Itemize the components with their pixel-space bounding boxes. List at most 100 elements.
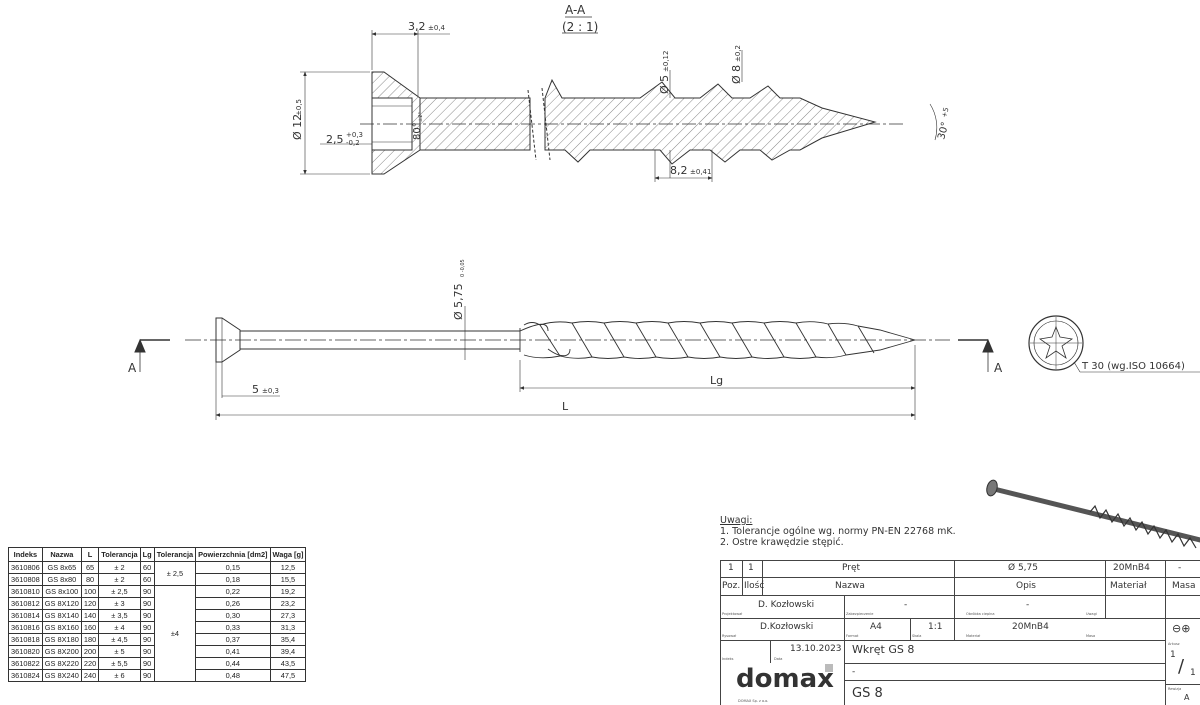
cell-weight: 39,4 xyxy=(269,645,307,658)
tb-mass-value: - xyxy=(1178,563,1182,573)
parts-table: Indeks Nazwa L Tolerancja Lg Tolerancja … xyxy=(8,547,307,682)
cell-name: GS 8X200 xyxy=(41,645,82,658)
cell-surface: 0,22 xyxy=(195,585,271,598)
dim-pitch: 8,2 xyxy=(670,164,688,177)
cell-weight: 47,5 xyxy=(269,669,307,682)
cell-lg-tol-group2: ±4 xyxy=(153,585,197,682)
tb-label-sheet: Arkusz xyxy=(1168,642,1180,646)
dim-head-angle-tol: ±2° xyxy=(418,112,424,122)
tb-designer: D. Kozłowski xyxy=(758,600,815,610)
cell-weight: 15,5 xyxy=(269,573,307,586)
cell-index: 3610822 xyxy=(8,657,43,670)
notes-heading: Uwagi: xyxy=(720,515,753,526)
cell-length: 160 xyxy=(80,621,100,634)
dim-pitch-tol: ±0,41 xyxy=(690,168,711,176)
cell-name: GS 8x100 xyxy=(41,585,82,598)
tb-label-notes: Uwagi xyxy=(1086,612,1097,616)
cell-index: 3610816 xyxy=(8,621,43,634)
tb-label-designed: Projektował xyxy=(722,612,743,616)
section-marker-left: A xyxy=(128,361,137,375)
dim-shank-diameter: Ø 5,75 xyxy=(452,283,465,320)
cell-lg: 90 xyxy=(139,657,155,670)
cell-name: GS 8X160 xyxy=(41,621,82,634)
dim-head-height-tol: ±0,4 xyxy=(428,24,446,32)
tb-sheets: 1 xyxy=(1190,668,1196,678)
section-scale: (2 : 1) xyxy=(562,20,598,34)
tb-label-coating: Obróbka cieplna xyxy=(966,612,995,616)
cell-length-tol: ± 2 xyxy=(98,573,141,586)
cell-weight: 23,2 xyxy=(269,597,307,610)
tb-part-code: GS 8 xyxy=(852,686,883,701)
cell-surface: 0,30 xyxy=(195,609,271,622)
tb-label-material: Materiał xyxy=(966,634,981,638)
cell-weight: 12,5 xyxy=(269,561,307,574)
note-item: 1. Tolerancje ogólne wg. normy PN-EN 227… xyxy=(720,526,956,537)
table-row: 3610820 GS 8X200 200 ± 5 90 0,41 39,4 xyxy=(8,645,307,658)
dim-tip-angle-tol: +5 xyxy=(940,106,950,118)
cell-lg: 60 xyxy=(139,573,155,586)
table-row: 3610818 GS 8X180 180 ± 4,5 90 0,37 35,4 xyxy=(8,633,307,646)
cell-lg: 60 xyxy=(139,561,155,574)
tb-part-name: Wkręt GS 8 xyxy=(852,643,915,656)
cell-weight: 27,3 xyxy=(269,609,307,622)
cell-length-tol: ± 3,5 xyxy=(98,609,141,622)
th-lg-tol: Tolerancja xyxy=(153,547,197,562)
cell-index: 3610814 xyxy=(8,609,43,622)
tb-revision: A xyxy=(1184,693,1190,702)
tb-label-drawn: Rysował xyxy=(722,634,737,638)
table-row: 3610806 GS 8x65 65 ± 2 60 ± 2,5 0,15 12,… xyxy=(8,561,307,586)
tb-pos-value: 1 xyxy=(728,563,734,573)
dim-thread-length: Lg xyxy=(710,374,723,387)
tb-label-format: Format xyxy=(846,634,859,638)
note-item: 2. Ostre krawędzie stępić. xyxy=(720,537,844,548)
dim-recess: 2,5 xyxy=(326,133,344,146)
th-name: Nazwa xyxy=(41,547,82,562)
cell-length: 180 xyxy=(80,633,100,646)
table-header-row: Indeks Nazwa L Tolerancja Lg Tolerancja … xyxy=(8,547,307,562)
cell-lg: 90 xyxy=(139,621,155,634)
cell-name: GS 8X240 xyxy=(41,669,82,682)
dim-thread-diameter-tol: ±0,2 xyxy=(734,45,742,62)
domax-logo: domax xyxy=(736,664,834,694)
tb-label-rev: Rewizja xyxy=(1168,687,1182,691)
table-row: 3610822 GS 8X220 220 ± 5,5 90 0,44 43,5 xyxy=(8,657,307,670)
th-weight: Waga [g] xyxy=(269,547,307,562)
section-view: A-A (2 : 1) 3,2 ±0,4 Ø 12 ±0,5 2,5 +0,3 xyxy=(291,3,951,182)
cell-length: 65 xyxy=(80,561,100,574)
section-title: A-A xyxy=(565,3,586,17)
cell-surface: 0,18 xyxy=(195,573,271,586)
tb-dash3: - xyxy=(852,667,856,677)
dim-shank-diameter-tol: 0 -0,05 xyxy=(460,259,466,277)
cell-length-tol: ± 3 xyxy=(98,597,141,610)
cell-lg: 90 xyxy=(139,585,155,598)
tb-projection-icon: ⊖⊕ xyxy=(1172,622,1191,635)
table-row: 3610812 GS 8X120 120 ± 3 90 0,26 23,2 xyxy=(8,597,307,610)
cell-surface: 0,33 xyxy=(195,621,271,634)
th-surface: Powierzchnia [dm2] xyxy=(195,547,271,562)
table-row: 3610808 GS 8x80 80 ± 2 60 0,18 15,5 xyxy=(8,573,307,586)
tb-dash1: - xyxy=(904,600,908,610)
cell-length-tol: ± 5 xyxy=(98,645,141,658)
cell-length: 220 xyxy=(80,657,100,670)
th-lg: Lg xyxy=(139,547,155,562)
tb-desc-value: Ø 5,75 xyxy=(1008,563,1038,573)
dim-thread-diameter: Ø 8 xyxy=(730,65,743,84)
screw-shank xyxy=(240,330,520,350)
cell-length: 80 xyxy=(80,573,100,586)
dim-head-height: 3,2 xyxy=(408,20,426,33)
th-index: Indeks xyxy=(8,547,43,562)
cell-surface: 0,44 xyxy=(195,657,271,670)
cell-surface: 0,15 xyxy=(195,561,271,574)
side-view: A A Ø 5,75 0 -0,05 Lg L 5 ±0,3 T 30 (wg.… xyxy=(128,259,1200,420)
cell-length: 200 xyxy=(80,645,100,658)
cell-name: GS 8X140 xyxy=(41,609,82,622)
cell-index: 3610818 xyxy=(8,633,43,646)
screw-illustration xyxy=(986,479,1200,549)
cell-weight: 31,3 xyxy=(269,621,307,634)
cell-length-tol: ± 5,5 xyxy=(98,657,141,670)
cell-lg: 90 xyxy=(139,597,155,610)
tb-name-value: Pręt xyxy=(842,563,861,573)
cell-weight: 43,5 xyxy=(269,657,307,670)
cell-weight: 35,4 xyxy=(269,633,307,646)
